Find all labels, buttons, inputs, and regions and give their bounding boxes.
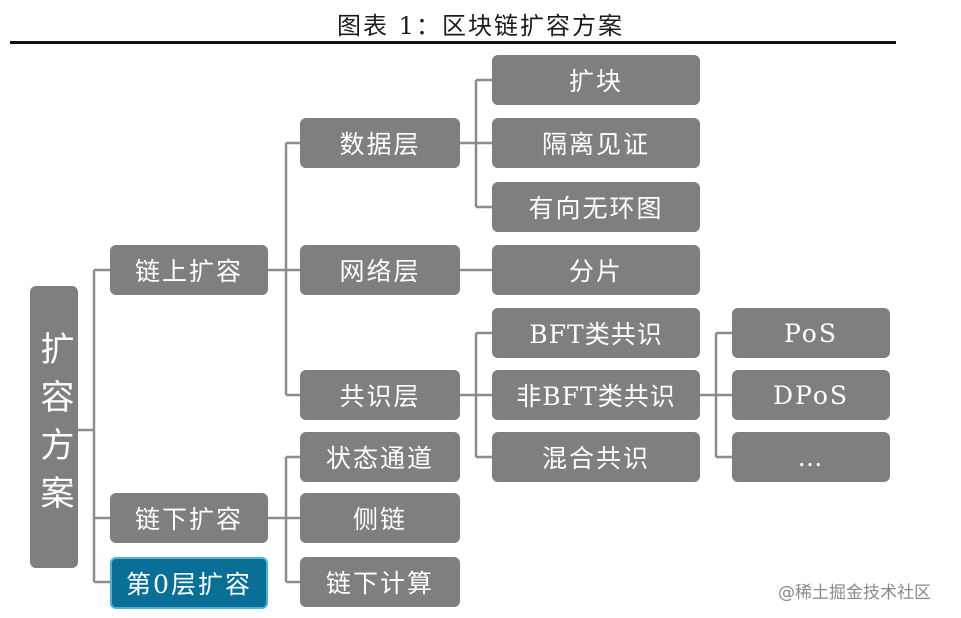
node-state-channel: 状态通道 [300,432,460,482]
root-node: 扩容方案 [30,286,78,568]
watermark: @稀土掘金技术社区 [778,583,931,603]
node-layer0: 第0层扩容 [110,557,268,609]
node-nonbft-consensus: 非BFT类共识 [492,370,700,420]
node-block-expansion: 扩块 [492,55,700,105]
node-consensus-layer: 共识层 [300,370,460,420]
node-data-layer: 数据层 [300,118,460,168]
node-bft-consensus: BFT类共识 [492,308,700,358]
node-sidechain: 侧链 [300,493,460,543]
node-dpos: DPoS [732,370,890,420]
node-offchain: 链下扩容 [110,493,268,543]
root-label: 扩容方案 [34,331,74,523]
node-sharding: 分片 [492,245,700,295]
node-dag: 有向无环图 [492,182,700,232]
figure-title: 图表 1：区块链扩容方案 [337,12,624,40]
node-onchain: 链上扩容 [110,245,268,295]
node-pos: PoS [732,308,890,358]
node-segwit: 隔离见证 [492,118,700,168]
node-offchain-compute: 链下计算 [300,557,460,607]
node-hybrid-consensus: 混合共识 [492,432,700,482]
title-rule [10,41,896,44]
node-ellipsis: … [732,432,890,482]
node-network-layer: 网络层 [300,245,460,295]
